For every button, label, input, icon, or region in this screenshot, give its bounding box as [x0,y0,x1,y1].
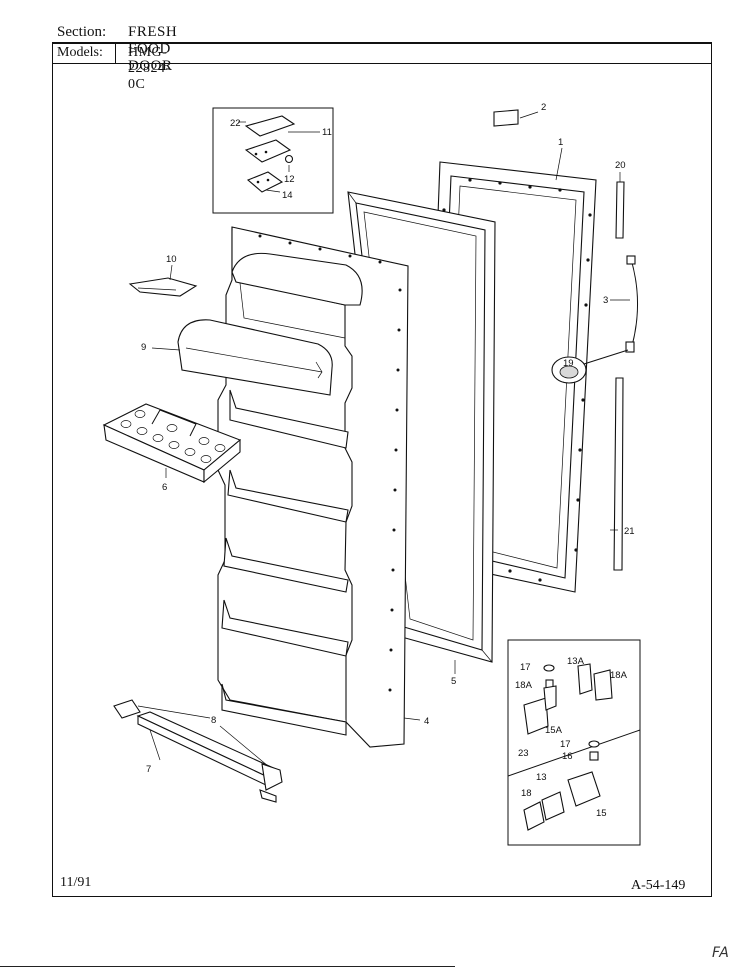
part-4-door-liner [217,226,409,748]
header-divider [115,43,117,64]
section-label: Section: [57,24,107,40]
callout-15a: 15A [545,725,563,736]
bottom-rule [0,966,455,968]
callout-1: 1 [558,137,563,148]
models-label: Models: [57,45,103,60]
callout-6: 6 [162,482,167,493]
part-3-handle [629,255,638,347]
callout-8: 8 [211,715,216,726]
callout-11: 11 [322,127,332,138]
callout-23: 23 [518,748,529,759]
part-3-top-cap [626,255,636,265]
callout-13a: 13A [567,656,585,667]
header-rule [52,42,712,44]
inset-top-left [212,107,334,214]
callout-4: 4 [424,716,429,727]
callout-3: 3 [603,295,608,306]
corner-handwritten-mark: FA [712,945,729,961]
footer-date: 11/91 [60,875,92,890]
part-10-butter-door [128,277,198,297]
leader-lines [137,111,630,767]
callout-17-bottom: 17 [560,739,571,750]
callout-13: 13 [536,772,547,783]
part-3-bottom-cap [625,341,635,353]
callout-2: 2 [541,102,546,113]
part-21-strip [613,377,624,571]
callout-20: 20 [615,160,626,171]
callout-7: 7 [146,764,151,775]
models-value: HMG-22824-0C [128,45,171,92]
callout-5: 5 [451,676,456,687]
callout-22: 22 [230,118,241,129]
callout-18a-left: 18A [515,680,533,691]
callout-14: 14 [282,190,293,201]
callout-16: 16 [562,751,573,762]
right-side-parts [493,109,638,571]
callout-9: 9 [141,342,146,353]
callout-18: 18 [521,788,532,799]
callout-21: 21 [624,526,635,537]
callout-19: 19 [563,358,574,369]
models-rule [52,63,712,65]
callout-10: 10 [166,254,177,265]
callout-17-top: 17 [520,662,531,673]
part-9-dairy-bin [177,319,333,396]
part-6-egg-tray [102,403,242,484]
inset-bottom-right [507,639,641,846]
part-7-bottom-trim [113,699,283,803]
callout-12: 12 [284,174,295,185]
section-value: FRESH FOOD DOOR [128,24,178,74]
footer-page-code: A-54-149 [631,878,686,893]
diagram-frame [52,43,712,897]
part-20-strip [615,181,625,239]
callout-18a-right: 18A [610,670,628,681]
part-2-cap [493,109,519,127]
callout-15: 15 [596,808,607,819]
